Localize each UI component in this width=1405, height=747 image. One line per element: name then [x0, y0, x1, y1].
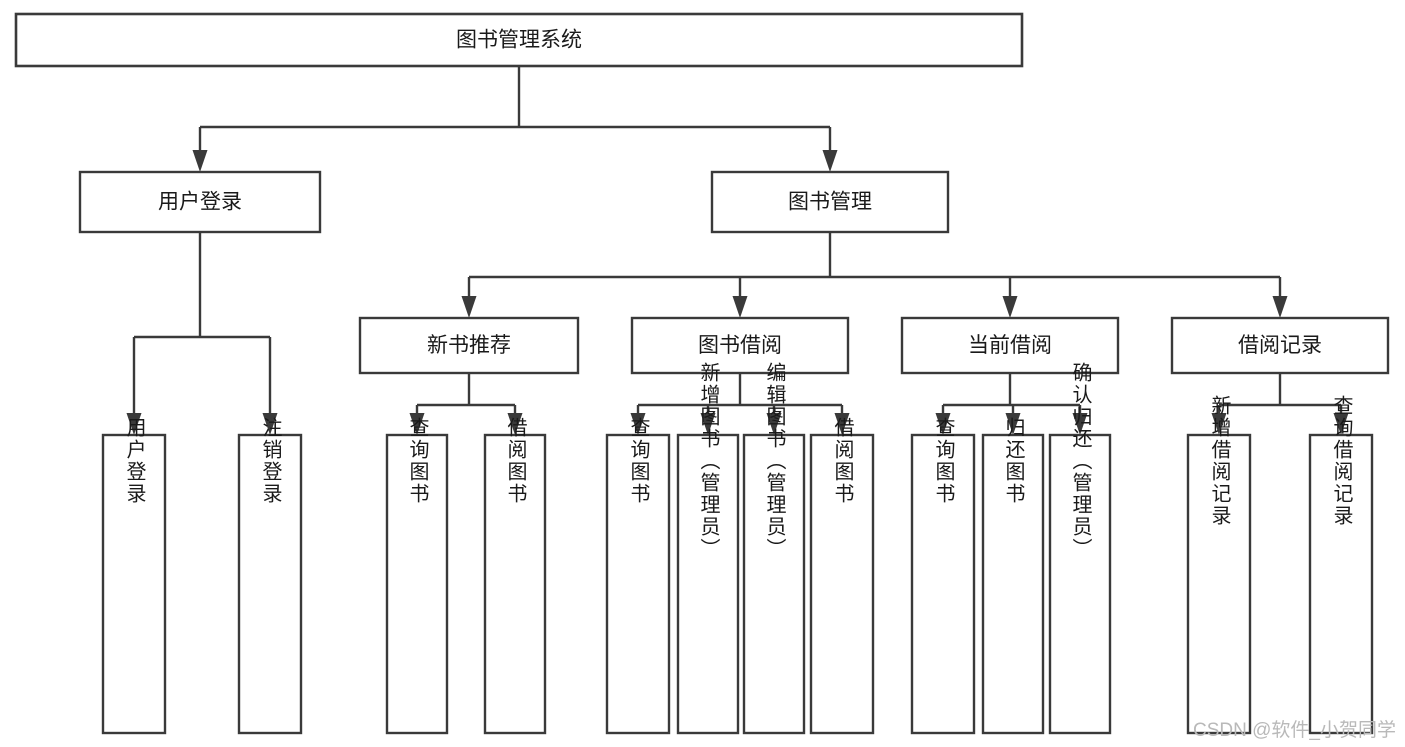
connector-bookmgmt-to-level3 [461, 232, 1288, 318]
node-leaf-borrow-book-1[interactable]: 借阅图书 [483, 417, 547, 735]
node-box-leaf-query-book-2[interactable] [605, 433, 671, 735]
node-label-leaf-user-logout: 注销登录 [259, 417, 282, 505]
arrow-head-icon [1211, 413, 1227, 435]
node-borrow[interactable]: 图书借阅 [630, 316, 850, 375]
node-label-login: 用户登录 [158, 191, 242, 214]
node-box-leaf-borrow-book-2[interactable] [809, 433, 875, 735]
node-label-leaf-query-record: 查询借阅记录 [1330, 395, 1353, 527]
node-box-leaf-user-logout[interactable] [237, 433, 303, 735]
node-bookmgmt[interactable]: 图书管理 [710, 170, 950, 234]
node-box-leaf-return-book[interactable] [981, 433, 1045, 735]
node-label-leaf-add-book: 新增图书（管理员） [697, 362, 720, 560]
connector-borrow-to-leaves [630, 373, 850, 435]
arrow-head-icon [1333, 413, 1349, 435]
node-current[interactable]: 当前借阅 [900, 316, 1120, 375]
arrow-head-icon [766, 413, 782, 435]
arrow-head-icon [1272, 296, 1288, 318]
arrow-head-icon [1072, 413, 1088, 435]
node-leaf-edit-book[interactable]: 编辑图书（管理员） [742, 362, 806, 735]
node-leaf-query-book-2[interactable]: 查询图书 [605, 417, 671, 735]
csdn-watermark: CSDN @软件_小贺同学 [1193, 719, 1396, 741]
node-leaf-return-book[interactable]: 归还图书 [981, 417, 1045, 735]
arrow-head-icon [935, 413, 951, 435]
node-label-leaf-query-book-3: 查询图书 [932, 417, 955, 505]
node-box-leaf-edit-book[interactable] [742, 433, 806, 735]
arrow-head-icon [1005, 413, 1021, 435]
node-leaf-confirm-return[interactable]: 确认归还（管理员） [1048, 362, 1112, 735]
node-label-current: 当前借阅 [968, 334, 1052, 357]
arrow-head-icon [1002, 296, 1018, 318]
node-label-newbook: 新书推荐 [427, 334, 511, 357]
node-leaf-add-book[interactable]: 新增图书（管理员） [676, 362, 740, 735]
node-label-leaf-add-record: 新增借阅记录 [1208, 395, 1231, 527]
connector-root-to-level2 [192, 66, 838, 172]
node-leaf-user-logout[interactable]: 注销登录 [237, 417, 303, 735]
node-root[interactable]: 图书管理系统 [14, 12, 1024, 68]
node-leaf-user-login[interactable]: 用户登录 [101, 417, 167, 735]
node-box-leaf-query-book-1[interactable] [385, 433, 449, 735]
connector-records-to-leaves [1211, 373, 1349, 435]
node-label-bookmgmt: 图书管理 [788, 191, 872, 214]
arrow-head-icon [507, 413, 523, 435]
node-label-leaf-borrow-book-1: 借阅图书 [504, 417, 527, 505]
node-box-newbook[interactable] [358, 316, 580, 375]
arrow-head-icon [192, 150, 208, 172]
arrow-head-icon [409, 413, 425, 435]
connector-layer [126, 66, 1349, 435]
node-leaf-borrow-book-2[interactable]: 借阅图书 [809, 417, 875, 735]
node-box-current[interactable] [900, 316, 1120, 375]
arrow-head-icon [126, 413, 142, 435]
node-box-leaf-query-book-3[interactable] [910, 433, 976, 735]
node-box-borrow[interactable] [630, 316, 850, 375]
node-box-leaf-user-login[interactable] [101, 433, 167, 735]
node-box-bookmgmt[interactable] [710, 170, 950, 234]
node-box-leaf-add-book[interactable] [676, 433, 740, 735]
node-label-root: 图书管理系统 [456, 29, 582, 52]
node-label-records: 借阅记录 [1238, 334, 1322, 357]
node-box-root[interactable] [14, 12, 1024, 68]
node-label-leaf-confirm-return: 确认归还（管理员） [1069, 362, 1092, 560]
arrow-head-icon [262, 413, 278, 435]
node-label-leaf-edit-book: 编辑图书（管理员） [763, 362, 786, 560]
connector-newbook-to-leaves [409, 373, 523, 435]
node-leaf-query-record[interactable]: 查询借阅记录 [1308, 395, 1374, 735]
node-login[interactable]: 用户登录 [78, 170, 322, 234]
node-leaf-query-book-1[interactable]: 查询图书 [385, 417, 449, 735]
connector-login-to-leaves [126, 232, 278, 435]
node-box-login[interactable] [78, 170, 322, 234]
node-newbook[interactable]: 新书推荐 [358, 316, 580, 375]
node-label-leaf-query-book-2: 查询图书 [627, 417, 650, 505]
node-box-leaf-add-record[interactable] [1186, 433, 1252, 735]
arrow-head-icon [822, 150, 838, 172]
arrow-head-icon [700, 413, 716, 435]
node-box-leaf-confirm-return[interactable] [1048, 433, 1112, 735]
node-box-leaf-borrow-book-1[interactable] [483, 433, 547, 735]
arrow-head-icon [630, 413, 646, 435]
arrow-head-icon [732, 296, 748, 318]
connector-current-to-leaves [935, 373, 1088, 435]
node-label-leaf-borrow-book-2: 借阅图书 [831, 417, 854, 505]
arrow-head-icon [834, 413, 850, 435]
node-label-leaf-query-book-1: 查询图书 [406, 417, 429, 505]
node-box-records[interactable] [1170, 316, 1390, 375]
node-layer: 图书管理系统用户登录图书管理新书推荐图书借阅当前借阅借阅记录用户登录注销登录查询… [14, 12, 1390, 735]
node-label-borrow: 图书借阅 [698, 334, 782, 357]
node-label-leaf-return-book: 归还图书 [1002, 417, 1025, 505]
arrow-head-icon [461, 296, 477, 318]
node-leaf-add-record[interactable]: 新增借阅记录 [1186, 395, 1252, 735]
node-box-leaf-query-record[interactable] [1308, 433, 1374, 735]
node-leaf-query-book-3[interactable]: 查询图书 [910, 417, 976, 735]
node-records[interactable]: 借阅记录 [1170, 316, 1390, 375]
node-label-leaf-user-login: 用户登录 [123, 417, 146, 505]
